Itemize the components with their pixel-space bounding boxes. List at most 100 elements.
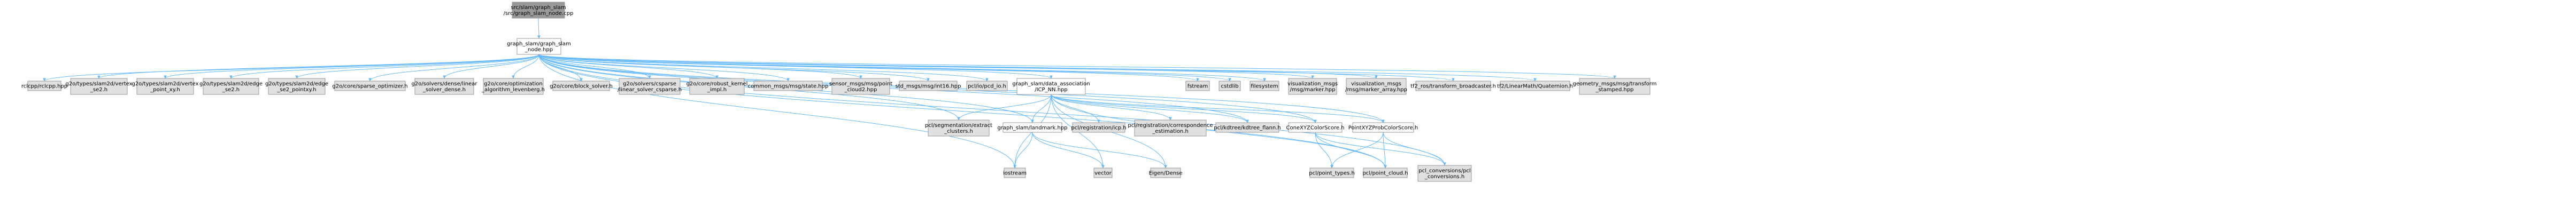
node-box	[516, 38, 561, 55]
edge-pointxyz-to-pointtypes	[1332, 132, 1384, 168]
node-common[interactable]: common_msgs/msg/state.hpp	[748, 81, 829, 91]
edge-hdr-to-kdtree	[538, 54, 1247, 123]
node-label-line: _solver_dense.h	[422, 87, 466, 93]
node-box	[512, 2, 565, 19]
node-label-line: src/slam/graph_slam	[511, 5, 566, 11]
edge-hdr-to-common	[538, 54, 788, 81]
edge-hdr-to-dense	[444, 54, 539, 78]
node-box	[70, 78, 128, 95]
node-label-line: _estimation.h	[1152, 129, 1189, 134]
node-label-line: /msg/marker_array.hpp	[1345, 87, 1407, 93]
node-e_se2[interactable]: g2o/types/slam2d/edge_se2.h	[199, 78, 263, 95]
node-label-line: /src/graph_slam_node.cpp	[504, 11, 574, 17]
node-box	[1218, 81, 1241, 91]
node-eigen[interactable]: Eigen/Dense	[1149, 168, 1183, 178]
node-box	[689, 78, 745, 95]
node-label-line: ConeXYZColorScore.h	[1286, 125, 1344, 131]
node-label-line: visualization_msgs	[1287, 81, 1338, 87]
edge-icpnn-to-conexyz	[1051, 94, 1315, 123]
node-regcorr[interactable]: pcl/registration/correspondence_estimati…	[1128, 120, 1213, 137]
node-label-line: _conversions.h	[1424, 174, 1464, 180]
edge-hdr-to-lev	[513, 54, 539, 78]
node-fstream[interactable]: fstream	[1185, 81, 1210, 91]
node-pcdio[interactable]: pcl/io/pcd_io.h	[966, 81, 1008, 91]
node-box	[1002, 122, 1062, 133]
edge-hdr-to-v_se2	[99, 54, 539, 78]
node-rclcpp[interactable]: rclcpp/rclcpp.hpp	[21, 81, 67, 91]
node-label-line: g2o/core/optimization	[484, 81, 542, 87]
node-label-line: /ICP_NN.hpp	[1035, 87, 1068, 93]
node-box	[1093, 168, 1113, 178]
node-pointxyz[interactable]: PointXYZProbColorScore.h	[1348, 122, 1418, 133]
node-lev[interactable]: g2o/core/optimization_algorithm_levenber…	[481, 78, 545, 95]
edge-hdr-to-pointxyz	[538, 54, 1383, 123]
node-label-line: pcl_conversions/pcl	[1418, 168, 1470, 174]
node-pointcloud[interactable]: pcl/point_cloud.h	[1362, 168, 1408, 178]
node-regicp[interactable]: pcl/registration/icp.h	[1071, 122, 1127, 133]
node-vector[interactable]: vector	[1093, 168, 1113, 178]
node-csparse[interactable]: g2o/solvers/csparse/linear_solver_cspars…	[618, 78, 682, 95]
node-label-line: pcl/point_cloud.h	[1362, 171, 1408, 177]
node-iostream[interactable]: iostream	[1003, 168, 1027, 178]
node-vmarkerarr[interactable]: visualization_msgs/msg/marker_array.hpp	[1345, 78, 1407, 95]
node-sparse[interactable]: g2o/core/sparse_optimizer.h	[332, 81, 408, 91]
node-extract[interactable]: pcl/segmentation/extract_clusters.h	[925, 120, 992, 137]
node-box	[1288, 122, 1343, 133]
node-block[interactable]: g2o/core/block_solver.h	[550, 81, 613, 91]
node-label-line: _cloud2.hpp	[844, 87, 877, 93]
node-hdr[interactable]: graph_slam/graph_slam_node.hpp	[507, 38, 571, 55]
node-label-line: tf2_ros/transform_broadcaster.h	[1410, 84, 1496, 90]
edge-icpnn-to-pointxyz	[1051, 94, 1383, 123]
node-label-line: cstdlib	[1221, 84, 1239, 90]
node-label-line: _se2_pointxy.h	[276, 87, 316, 93]
node-box	[1309, 168, 1354, 178]
node-geomsg[interactable]: geometry_msgs/msg/transform_stamped.hpp	[1572, 78, 1657, 95]
node-landmark[interactable]: graph_slam/landmark.hpp	[997, 122, 1068, 133]
node-label-line: common_msgs/msg/state.hpp	[748, 84, 829, 90]
node-conv[interactable]: pcl_conversions/pcl_conversions.h	[1417, 165, 1472, 182]
node-dense[interactable]: g2o/solvers/dense/linear_solver_dense.h	[412, 78, 478, 95]
node-label-line: PointXYZProbColorScore.h	[1348, 125, 1418, 131]
node-label-line: g2o/solvers/dense/linear	[412, 81, 478, 87]
node-pointtypes[interactable]: pcl/point_types.h	[1309, 168, 1355, 178]
edge-hdr-to-iostream	[538, 54, 1015, 168]
node-tf2quat[interactable]: tf2/LinearMath/Quaternion.h	[1497, 81, 1573, 91]
node-label-line: _algorithm_levenberg.h	[481, 87, 545, 93]
node-box	[1134, 120, 1207, 137]
edge-hdr-to-sparse	[370, 54, 539, 81]
node-label-line: rclcpp/rclcpp.hpp	[21, 84, 67, 90]
node-icpnn[interactable]: graph_slam/data_association/ICP_NN.hpp	[1012, 78, 1090, 95]
node-label-line: pcl/registration/correspondence	[1128, 123, 1213, 129]
node-label-line: g2o/core/block_solver.h	[550, 84, 613, 90]
node-label-line: visualization_msgs	[1351, 81, 1401, 87]
node-int16[interactable]: std_msgs/msg/int16.hpp	[896, 81, 961, 91]
node-label-line: pcl/io/pcd_io.h	[968, 84, 1006, 90]
node-tf2bcast[interactable]: tf2_ros/transform_broadcaster.h	[1410, 81, 1496, 91]
node-filesystem[interactable]: filesystem	[1250, 81, 1279, 91]
edge-hdr-to-cstdlib	[538, 54, 1230, 81]
node-box	[619, 78, 681, 95]
edge-conexyz-to-pointtypes	[1315, 132, 1332, 168]
node-label-line: Eigen/Dense	[1149, 171, 1183, 177]
node-e_pxy[interactable]: g2o/types/slam2d/edge_se2_pointxy.h	[265, 78, 328, 95]
node-label-line: _point_xy.h	[150, 87, 180, 93]
edge-hdr-to-tf2bcast	[538, 54, 1453, 81]
edge-landmark-to-vector	[1032, 132, 1103, 168]
node-label-line: pcl/kdtree/kdtree_flann.h	[1214, 125, 1281, 131]
node-box	[1150, 168, 1181, 178]
node-cstdlib[interactable]: cstdlib	[1218, 81, 1241, 91]
node-kdtree[interactable]: pcl/kdtree/kdtree_flann.h	[1214, 122, 1281, 133]
node-robust[interactable]: g2o/core/robust_kernel_impl.h	[687, 78, 748, 95]
node-box	[552, 81, 610, 91]
node-root[interactable]: src/slam/graph_slam/src/graph_slam_node.…	[504, 2, 574, 19]
node-vmarker[interactable]: visualization_msgs/msg/marker.hpp	[1287, 78, 1338, 95]
node-label-line: g2o/solvers/csparse	[623, 81, 676, 87]
node-conexyz[interactable]: ConeXYZColorScore.h	[1286, 122, 1345, 133]
edge-icpnn-to-extract	[959, 94, 1052, 120]
node-v_pxy[interactable]: g2o/types/slam2d/vertex_point_xy.h	[132, 78, 199, 95]
node-pc2[interactable]: sensor_msgs/msg/point_cloud2.hpp	[829, 78, 892, 95]
node-box	[1352, 122, 1414, 133]
node-v_se2[interactable]: g2o/types/slam2d/vertex_se2.h	[65, 78, 133, 95]
node-box	[1346, 78, 1407, 95]
edge-icpnn-to-regcorr	[1051, 94, 1170, 120]
